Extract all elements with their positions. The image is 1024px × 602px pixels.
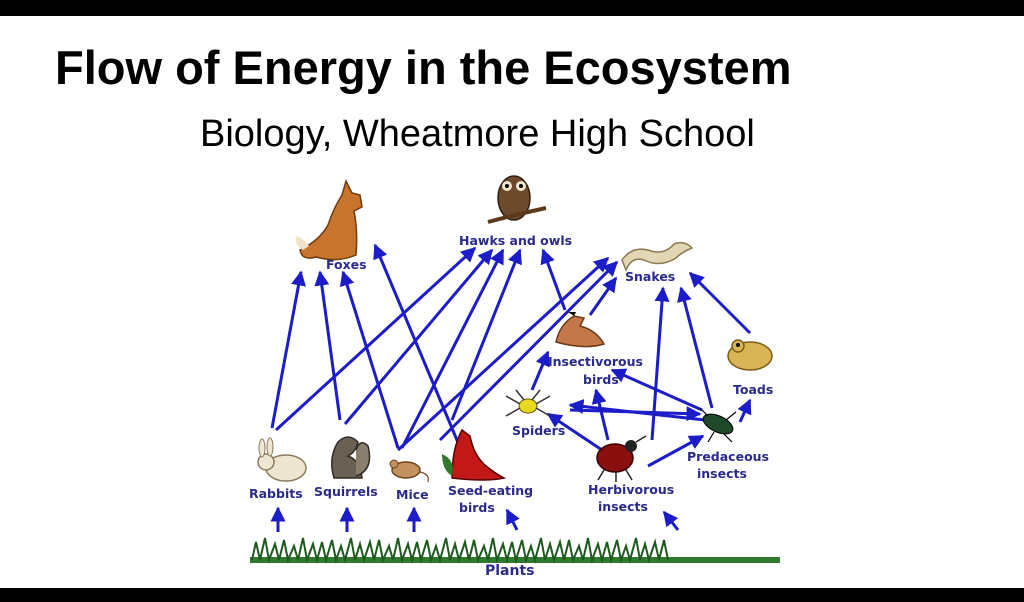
arrow-herbivorous-snakes	[650, 286, 670, 441]
label-predaceous-1: Predaceous	[687, 449, 769, 464]
arrow-spiders-predaceous	[569, 406, 702, 422]
label-seed-eating-2: birds	[459, 500, 495, 515]
arrow-predaceous-insectbirds	[610, 368, 703, 412]
label-squirrels: Squirrels	[314, 484, 378, 499]
arrow-herbivorous-predaceous	[647, 434, 705, 468]
label-snakes: Snakes	[625, 269, 675, 284]
label-insectivorous-2: birds	[583, 372, 619, 387]
arrow-rabbits-hawks	[274, 246, 477, 432]
spider-icon	[505, 389, 551, 417]
arrow-toads-snakes	[688, 271, 752, 335]
label-herbivorous-2: insects	[598, 499, 648, 514]
arrow-predaceous-toads	[737, 398, 752, 423]
mouse-icon	[389, 459, 429, 483]
label-insectivorous-1: Insectivorous	[548, 354, 643, 369]
arrow-plants-herbivorous	[662, 510, 680, 531]
slide-subtitle: Biology, Wheatmore High School	[200, 113, 755, 155]
snake-icon	[621, 241, 694, 272]
arrow-spiders-insectbirds	[530, 350, 550, 391]
fox-icon	[295, 178, 363, 261]
label-seed-eating-1: Seed-eating	[448, 483, 533, 498]
bottom-border-bar	[0, 588, 1024, 602]
top-border-bar	[0, 0, 1024, 16]
energy-flow-arrows	[270, 243, 752, 532]
arrow-mice-hawks	[400, 248, 505, 449]
insectivorous-bird-icon	[555, 312, 606, 348]
arrow-squirrels-hawks	[343, 248, 494, 425]
label-spiders: Spiders	[512, 423, 565, 438]
arrow-herbivorous-spiders	[546, 412, 603, 452]
arrow-herbivorous-insectbirds	[591, 388, 610, 441]
herbivorous-insect-icon	[596, 435, 647, 482]
arrow-insectbirds-snakes	[588, 276, 618, 316]
arrow-seedbirds-foxes	[373, 243, 464, 453]
label-mice: Mice	[396, 487, 429, 502]
seed-eating-bird-icon	[442, 428, 507, 481]
toad-icon	[727, 339, 773, 371]
arrow-mice-snakes	[396, 256, 610, 452]
label-foxes: Foxes	[326, 257, 367, 272]
squirrel-icon	[331, 436, 371, 479]
label-predaceous-2: insects	[697, 466, 747, 481]
label-plants: Plants	[485, 563, 535, 579]
arrow-rabbits-foxes	[270, 270, 306, 429]
label-herbivorous-1: Herbivorous	[588, 482, 674, 497]
rabbit-icon	[257, 437, 307, 482]
label-rabbits: Rabbits	[249, 486, 303, 501]
grass-plants-icon	[250, 537, 780, 564]
owl-icon	[487, 175, 547, 224]
label-toads: Toads	[733, 382, 773, 397]
slide-title: Flow of Energy in the Ecosystem	[55, 41, 792, 94]
arrow-predaceous-snakes	[677, 286, 714, 409]
arrow-plants-seedbirds	[505, 508, 520, 531]
label-hawks-owls: Hawks and owls	[459, 233, 572, 248]
arrow-squirrels-foxes	[314, 270, 342, 421]
arrow-mice-foxes	[339, 270, 400, 449]
predaceous-insect-icon	[699, 407, 737, 443]
arrow-seedbirds-snakes	[438, 260, 619, 442]
